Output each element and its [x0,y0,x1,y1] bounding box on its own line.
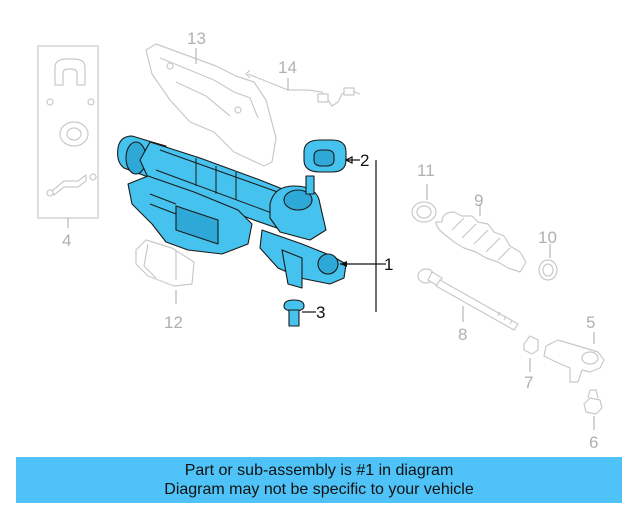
part-12-cover[interactable] [135,239,195,287]
callout-3: 3 [316,303,325,322]
callout-13: 13 [187,29,206,48]
callout-5: 5 [586,313,595,332]
callout-10: 10 [538,228,557,247]
info-banner: Part or sub-assembly is #1 in diagram Di… [16,457,622,503]
part-7-nut[interactable] [523,335,539,355]
callout-4: 4 [62,231,71,250]
part-14-wire-harness[interactable] [245,69,361,107]
banner-line-1: Part or sub-assembly is #1 in diagram [184,462,454,479]
callout-14: 14 [278,58,297,77]
callout-7: 7 [524,373,533,392]
part-13-heat-shield[interactable] [145,43,277,167]
part-9-boot[interactable] [435,211,527,273]
banner-line-2: Diagram may not be specific to your vehi… [164,481,474,498]
part-8-inner-tie-rod[interactable] [417,268,519,331]
part-10-clamp[interactable] [538,259,558,281]
part-4-bushing-kit[interactable] [37,45,99,219]
callout-1: 1 [384,255,393,274]
callout-8: 8 [458,325,467,344]
part-6-nut[interactable] [583,389,603,415]
callout-12: 12 [164,313,183,332]
part-1-steering-gear-assembly[interactable] [117,135,347,289]
callout-9: 9 [474,191,483,210]
callout-6: 6 [589,433,598,452]
callout-11: 11 [417,161,435,180]
part-3-bolt[interactable] [283,299,305,327]
part-2-mount-bushing[interactable] [303,139,347,173]
part-11-clamp[interactable] [411,201,437,223]
part-5-tie-rod-end[interactable] [543,339,605,383]
callout-2: 2 [360,151,369,170]
